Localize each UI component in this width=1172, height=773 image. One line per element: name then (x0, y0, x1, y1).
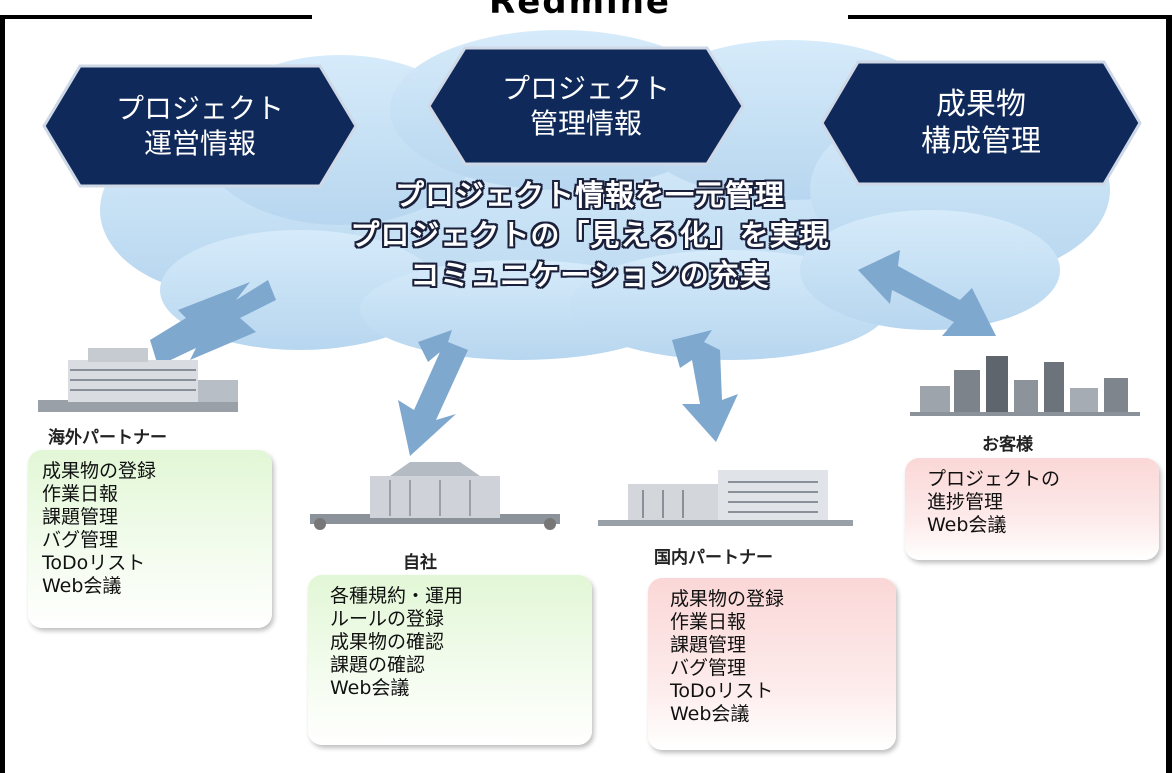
box-company-tasks: 各種規約・運用 ルールの登録 成果物の確認 課題の確認 Web会議 (308, 575, 592, 745)
cloud-line-3: コミュニケーションの充実 (410, 258, 770, 292)
list-item: 課題管理 (670, 634, 747, 656)
list-item: 作業日報 (670, 611, 747, 633)
list-item: 課題管理 (42, 506, 119, 528)
building-domestic-icon (598, 470, 853, 526)
party-label-customer: お客様 (982, 435, 1033, 455)
frame-top-left (0, 15, 312, 19)
list-item: 進捗管理 (927, 491, 1004, 513)
hex-label-management: プロジェクト 管理情報 (501, 72, 670, 140)
frame-top-right (848, 15, 1172, 19)
hex-label-operations: プロジェクト 運営情報 (115, 92, 284, 160)
party-label-domestic: 国内パートナー (654, 548, 773, 568)
frame-right (1166, 15, 1172, 773)
box-overseas-tasks: 成果物の登録 作業日報 課題管理 バグ管理 ToDoリスト Web会議 (28, 450, 272, 628)
list-item: 作業日報 (42, 483, 119, 505)
list-item: プロジェクトの (927, 468, 1061, 490)
list-item: 課題の確認 (330, 654, 426, 676)
hex-project-operations: プロジェクト 運営情報 (40, 62, 360, 190)
list-item: 各種規約・運用 (330, 585, 464, 607)
box-customer-tasks: プロジェクトの 進捗管理 Web会議 (905, 458, 1159, 560)
building-customer-icon (910, 356, 1140, 416)
list-item: ToDoリスト (670, 680, 774, 702)
hex-deliverables-config: 成果物 構成管理 (818, 58, 1144, 188)
hex-shape-icon (427, 46, 745, 166)
hex-project-management: プロジェクト 管理情報 (425, 44, 747, 168)
party-label-overseas: 海外パートナー (48, 428, 167, 448)
building-company-icon (310, 462, 560, 530)
frame-left (0, 15, 5, 773)
list-item: バグ管理 (670, 657, 747, 679)
hex-shape-icon (820, 60, 1142, 186)
hex-label-deliverables: 成果物 構成管理 (921, 86, 1041, 160)
building-overseas-icon (38, 348, 238, 412)
party-label-company: 自社 (403, 553, 437, 573)
list-item: Web会議 (670, 703, 750, 725)
list-item: 成果物の確認 (330, 631, 445, 653)
page-title: Redmine (489, 0, 671, 22)
cloud-line-2: プロジェクトの「見える化」を実現 (350, 218, 830, 252)
hex-shape-icon (42, 64, 358, 188)
cloud-line-1: プロジェクト情報を一元管理 (394, 178, 785, 212)
list-item: Web会議 (42, 575, 122, 597)
box-domestic-tasks: 成果物の登録 作業日報 課題管理 バグ管理 ToDoリスト Web会議 (648, 578, 896, 750)
list-item: ToDoリスト (42, 552, 146, 574)
list-item: Web会議 (927, 514, 1007, 536)
list-item: Web会議 (330, 677, 410, 699)
list-item: 成果物の登録 (670, 588, 785, 610)
list-item: 成果物の登録 (42, 460, 157, 482)
list-item: バグ管理 (42, 529, 119, 551)
list-item: ルールの登録 (330, 608, 445, 630)
